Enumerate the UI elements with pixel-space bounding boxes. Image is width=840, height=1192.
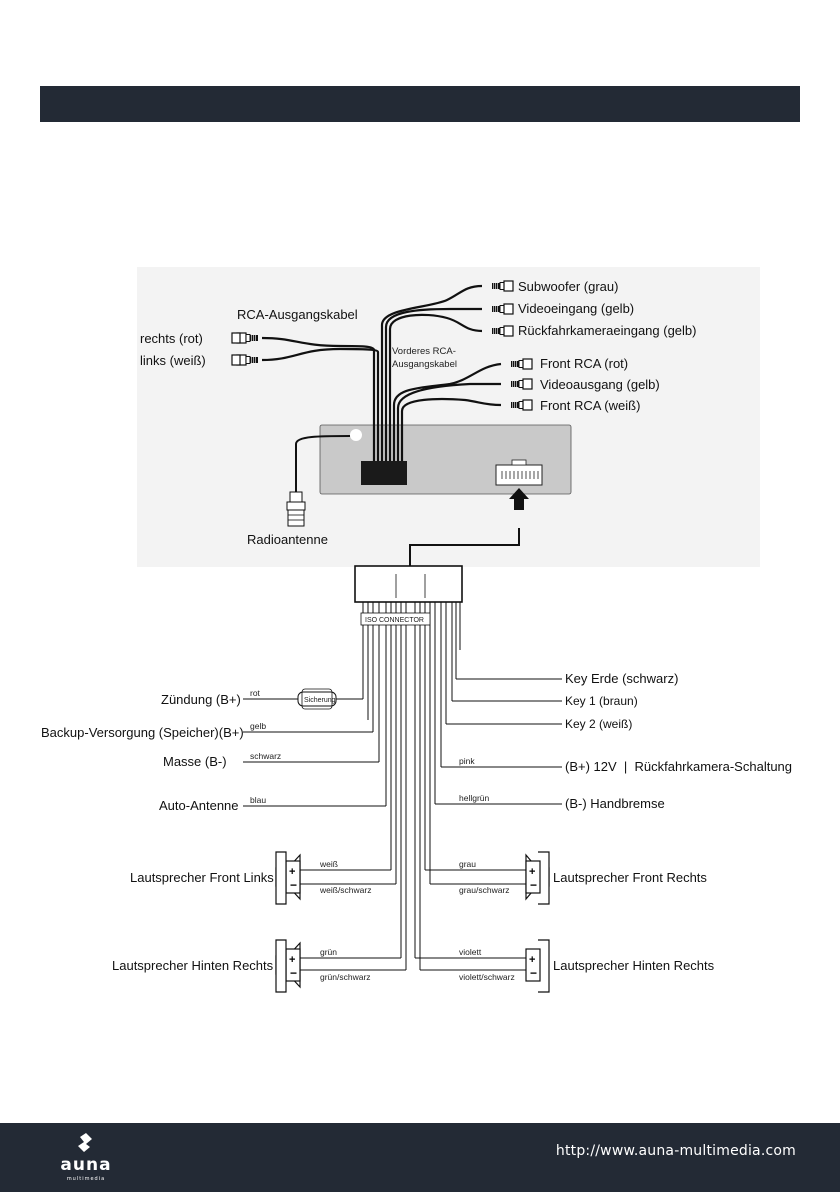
ground-label: Masse (B-) — [163, 754, 227, 769]
fuse: Sicherung — [297, 688, 337, 710]
auto-antenna-wire-color: blau — [250, 795, 266, 805]
speaker-front-left-plus: weiß — [319, 859, 338, 869]
ground-wire-color: schwarz — [250, 751, 281, 761]
iso-section: ISO CONNECTOR Sicherung Zündung (B+) rot… — [41, 565, 792, 993]
front-rca-red-label: Front RCA (rot) — [540, 356, 628, 371]
arrow-up-icon — [509, 488, 529, 510]
radio-antenna-label: Radioantenne — [247, 532, 328, 547]
antenna-socket — [350, 429, 362, 441]
speaker-front-right-minus: grau/schwarz — [459, 885, 510, 895]
key2-label: Key 2 (weiß) — [565, 717, 632, 731]
speaker-rear-left-plus: grün — [320, 947, 337, 957]
logo-subtext: multimedia — [66, 1176, 106, 1182]
speaker-front-left-minus: weiß/schwarz — [319, 885, 371, 895]
speaker-rear-right-plus: violett — [459, 947, 482, 957]
svg-text:−: − — [530, 878, 537, 892]
key-ground-label: Key Erde (schwarz) — [565, 671, 678, 686]
speaker-rear-left-label: Lautsprecher Hinten Rechts — [112, 958, 274, 973]
front-rca-white-label: Front RCA (weiß) — [540, 398, 640, 413]
speaker-icon: + − — [275, 941, 301, 989]
speaker-icon: + − — [525, 851, 550, 905]
svg-text:−: − — [290, 878, 297, 892]
speaker-icon: + − — [525, 939, 550, 993]
ignition-wire-color: rot — [250, 688, 261, 698]
front-rca-cable-label-2: Ausgangskabel — [392, 359, 457, 370]
svg-text:−: − — [290, 966, 297, 980]
logo-mark-icon — [78, 1133, 92, 1152]
backup-wire-color: gelb — [250, 721, 266, 731]
speaker-rear-right-minus: violett/schwarz — [459, 972, 515, 982]
rear-cam-in-label: Rückfahrkameraeingang (gelb) — [518, 323, 696, 338]
reverse-cam-wire-color: pink — [459, 756, 475, 766]
footer: auna multimedia http://www.auna-multimed… — [0, 1123, 840, 1192]
speaker-front-left-label: Lautsprecher Front Links — [130, 870, 274, 885]
backup-label: Backup-Versorgung (Speicher)(B+) — [41, 725, 244, 740]
svg-text:+: + — [289, 866, 295, 878]
front-rca-cable-label-1: Vorderes RCA- — [392, 346, 456, 357]
iso-connector — [354, 565, 463, 603]
svg-text:+: + — [529, 954, 535, 966]
rca-block — [361, 461, 407, 485]
video-out-label: Videoausgang (gelb) — [540, 377, 660, 392]
header-bar — [40, 86, 800, 122]
speaker-rear-left-minus: grün/schwarz — [320, 972, 371, 982]
rca-panel: RCA-Ausgangskabel rechts (rot) links (we… — [137, 267, 760, 567]
rca-left-label: links (weiß) — [140, 353, 206, 368]
svg-text:+: + — [289, 954, 295, 966]
iso-socket — [495, 459, 543, 486]
speaker-front-right-label: Lautsprecher Front Rechts — [553, 870, 707, 885]
ignition-label: Zündung (B+) — [161, 692, 241, 707]
fuse-label: Sicherung — [304, 697, 336, 704]
wiring-diagram: RCA-Ausgangskabel rechts (rot) links (we… — [41, 267, 792, 993]
handbrake-label: (B-) Handbremse — [565, 796, 665, 811]
speaker-rear-right-label: Lautsprecher Hinten Rechts — [553, 958, 715, 973]
svg-text:−: − — [530, 966, 537, 980]
rca-title: RCA-Ausgangskabel — [237, 307, 358, 322]
footer-url-link[interactable]: http://www.auna-multimedia.com — [555, 1143, 796, 1159]
logo-text: auna — [60, 1155, 112, 1175]
iso-connector-label: ISO CONNECTOR — [365, 617, 424, 624]
auto-antenna-label: Auto-Antenne — [159, 798, 239, 813]
speaker-front-right-plus: grau — [459, 859, 476, 869]
handbrake-wire-color: hellgrün — [459, 793, 490, 803]
video-in-label: Videoeingang (gelb) — [518, 301, 634, 316]
antenna-plug — [286, 491, 306, 527]
auna-logo[interactable]: auna multimedia — [46, 1133, 126, 1183]
key1-label: Key 1 (braun) — [565, 694, 638, 708]
rca-right-label: rechts (rot) — [140, 331, 203, 346]
reverse-cam-label: (B+) 12V | Rückfahrkamera-Schaltung — [565, 759, 792, 774]
subwoofer-label: Subwoofer (grau) — [518, 279, 618, 294]
svg-text:+: + — [529, 866, 535, 878]
